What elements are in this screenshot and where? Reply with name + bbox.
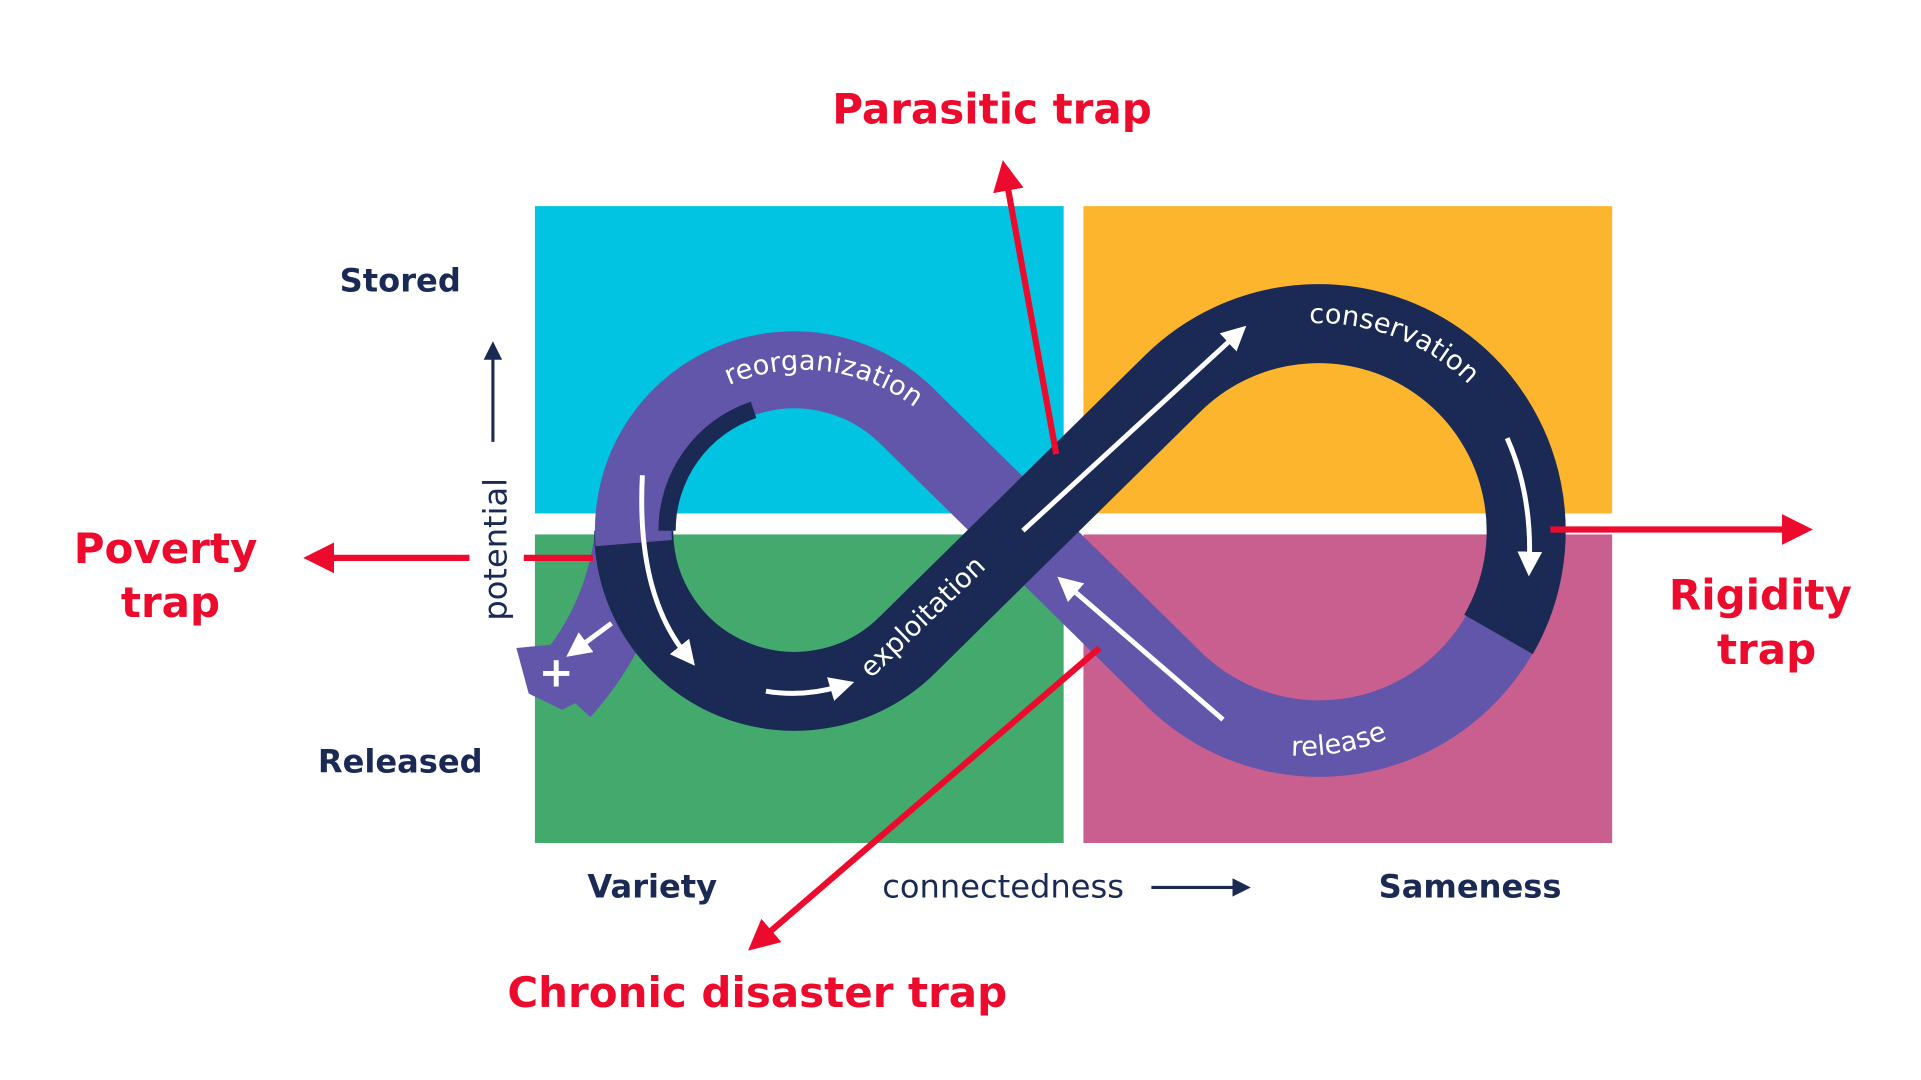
- label-stored: Stored: [340, 261, 461, 299]
- plus-icon: +: [539, 647, 574, 696]
- rigidity-trap-label-2: trap: [1717, 625, 1816, 674]
- flow-arrow-icon: [1504, 437, 1543, 577]
- flow-arrow-icon: [1057, 576, 1225, 722]
- label-sameness: Sameness: [1379, 867, 1562, 905]
- chronic-disaster-trap-label: Chronic disaster trap: [507, 968, 1007, 1017]
- parasitic-trap-label: Parasitic trap: [832, 84, 1152, 133]
- label-connectedness: connectedness: [882, 867, 1124, 905]
- chronic-disaster-trap-arrow: [748, 645, 1102, 951]
- poverty-trap-label-2: trap: [121, 578, 220, 627]
- flow-arrow-icon: [639, 475, 695, 666]
- label-released: Released: [318, 743, 483, 781]
- plus-tab: [516, 641, 600, 710]
- navy-inner-left: [658, 401, 757, 531]
- flow-arrow-icon: [1021, 325, 1247, 533]
- flow-arrow-icon: [566, 621, 613, 657]
- poverty-trap-label: Poverty: [74, 524, 258, 573]
- label-potential: potential: [476, 478, 514, 621]
- rigidity-trap-label: Rigidity: [1669, 571, 1852, 620]
- flow-arrow-icon: [765, 677, 855, 701]
- parasitic-trap-arrow: [993, 160, 1060, 455]
- label-variety: Variety: [587, 867, 717, 905]
